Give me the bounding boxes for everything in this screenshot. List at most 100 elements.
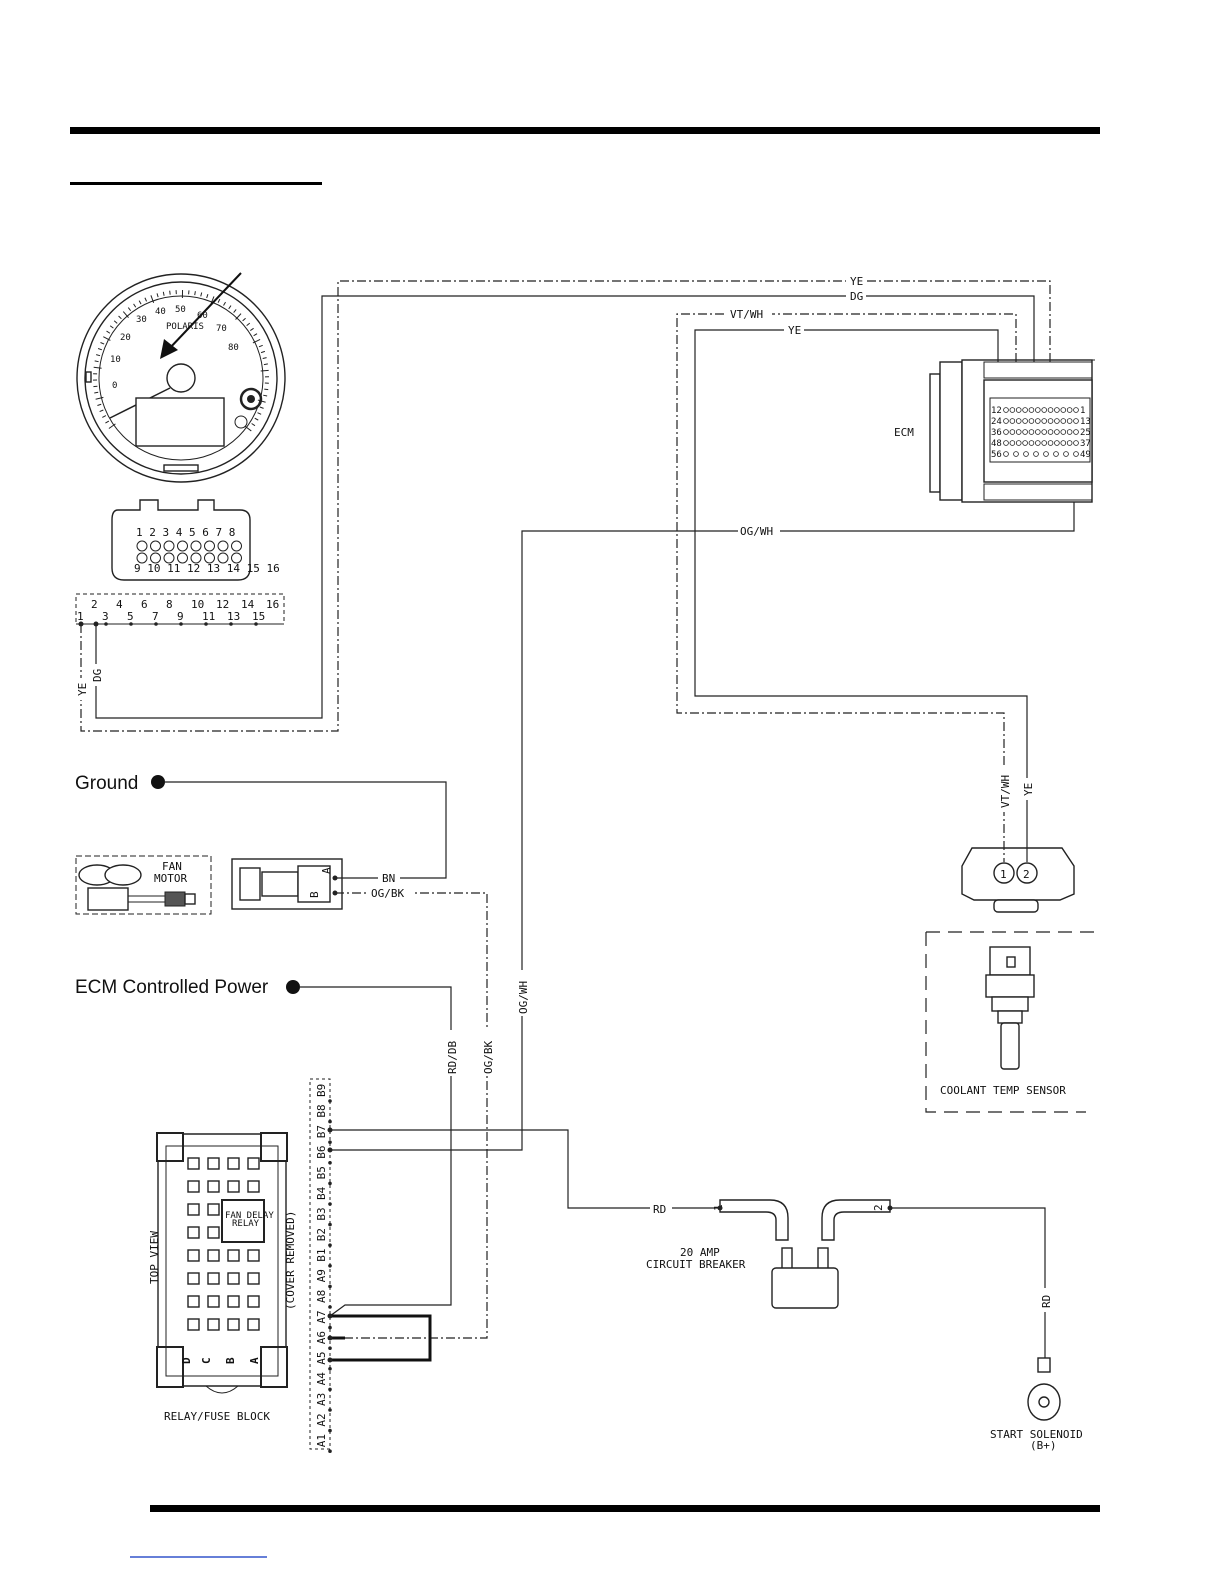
gauge-tick [223,301,226,306]
strip-pin-dot [179,622,183,626]
strip-pin-even: 8 [166,598,173,611]
fuse-slot [227,1318,240,1331]
ecm-pin [1047,440,1054,446]
fuse-slot [227,1180,240,1193]
fuse-slot [207,1180,220,1193]
fuse-slot [207,1295,220,1308]
ecm-pin [1028,418,1035,424]
fuse-terminal-dot [328,1367,332,1371]
solenoid-label-2: (B+) [1030,1439,1057,1452]
gauge-tick [144,297,148,302]
strip-pin-dot [254,622,258,626]
ecm-pin [1054,429,1060,435]
gauge-connector-top-row: 1 2 3 4 5 6 7 8 [136,526,235,539]
start-solenoid: START SOLENOID (B+) [990,1357,1083,1452]
pointer-arrow [167,272,242,351]
strip-pin-even: 14 [241,598,255,611]
gauge-connector-pin [150,540,161,552]
breaker-label-1: 20 AMP [680,1246,720,1259]
fan-relay-label-2: RELAY [232,1219,260,1229]
gauge-tick [95,396,104,400]
label-bn: BN [382,872,395,885]
gauge-tick [109,325,114,329]
gauge-scale-60: 60 [197,311,208,321]
gauge-tick [206,294,209,299]
ecm-pin-label: 49 [1080,450,1091,460]
strip-pin-odd: 7 [152,610,159,623]
label-ye-top: YE [850,275,863,288]
fuse-slot [187,1318,200,1331]
ecm-pin [1041,407,1047,413]
fuse-slot [247,1157,260,1170]
gauge-tick [235,313,242,320]
fuse-slot [227,1295,240,1308]
fuse-terminal-dot [328,1449,332,1453]
ecm-pin-label: 12 [991,406,1002,416]
label-ogbk-vertical: OG/BK [482,1041,495,1074]
ecm-pin [1066,407,1073,413]
sensor-connector: 1 2 [961,847,1075,913]
fuse-terminal-dot [328,1325,332,1330]
ecm-pin [1022,429,1028,435]
fuse-slot [207,1203,220,1216]
breaker-label-2: CIRCUIT BREAKER [646,1258,746,1271]
gauge-tick [102,415,107,418]
ecm-pin [1054,418,1060,424]
fuse-slot [227,1272,240,1285]
fuse-terminal-label: B2 [315,1228,328,1241]
cover-removed-label: (COVER REMOVED) [284,1211,297,1310]
sensor-pin-2: 2 [1023,868,1030,881]
fuse-terminal-dot [328,1305,332,1309]
fuse-terminal-label: A1 [315,1434,328,1447]
fuse-slot [207,1249,220,1262]
ecm-pin [1060,407,1067,413]
gauge-tick [96,354,101,357]
strip-pin-even: 4 [116,598,123,611]
gauge-tick [194,291,196,296]
fuse-terminal-dot [328,1408,332,1412]
fuse-letter-c: C [200,1357,213,1364]
gauge-tick [156,293,159,298]
fuse-letter-b: B [224,1357,237,1364]
fuse-slot [187,1249,200,1262]
fuse-terminal-label: A6 [315,1331,328,1344]
gauge-tick [93,366,102,369]
fuse-terminal-dot [328,1140,332,1144]
ecm-pin [1041,440,1047,446]
wire-ogbk-fan-fuse [330,892,488,1339]
ecm-pin [1066,429,1073,435]
label-vtwh-sensor: VT/WH [999,775,1012,808]
gauge-connector-pin [190,552,202,564]
wire-vtwh-ecm-sensor [676,313,1017,862]
fuse-terminal-label: B9 [315,1084,328,1097]
gauge-tick [257,412,262,415]
fuse-slot [207,1157,220,1170]
label-dg-top: DG [850,290,863,303]
label-ye-inner: YE [788,324,801,337]
gauge-tick [133,303,137,308]
ecm-pin [1003,418,1009,424]
ecm-pin-label: 36 [991,428,1002,438]
label-ye-sensor: YE [1022,783,1035,796]
fuse-terminal-label: B8 [315,1104,328,1117]
fan-motor: FAN MOTOR [75,855,212,915]
ecm-pin [1054,440,1060,446]
gauge-scale-70: 70 [216,324,227,334]
ecm-label: ECM [894,426,914,439]
ecm-pin [1003,429,1009,435]
gauge-tick [246,322,251,326]
strip-pin-dot [204,622,208,626]
gauge-scale-20: 20 [120,333,131,343]
strip-pin-even: 10 [191,598,204,611]
gauge-tick [259,406,264,409]
gauge-connector-pin [190,540,202,552]
ecm-pin [1015,440,1022,446]
ecm-pin [1041,418,1047,424]
fuse-terminal-label: A4 [315,1372,328,1386]
strip-pin-even: 12 [216,598,229,611]
ecm-pin [1028,440,1035,446]
ecm-pin [1023,451,1029,457]
ecm-pin [1054,407,1060,413]
gauge-connector-pin [163,540,175,552]
